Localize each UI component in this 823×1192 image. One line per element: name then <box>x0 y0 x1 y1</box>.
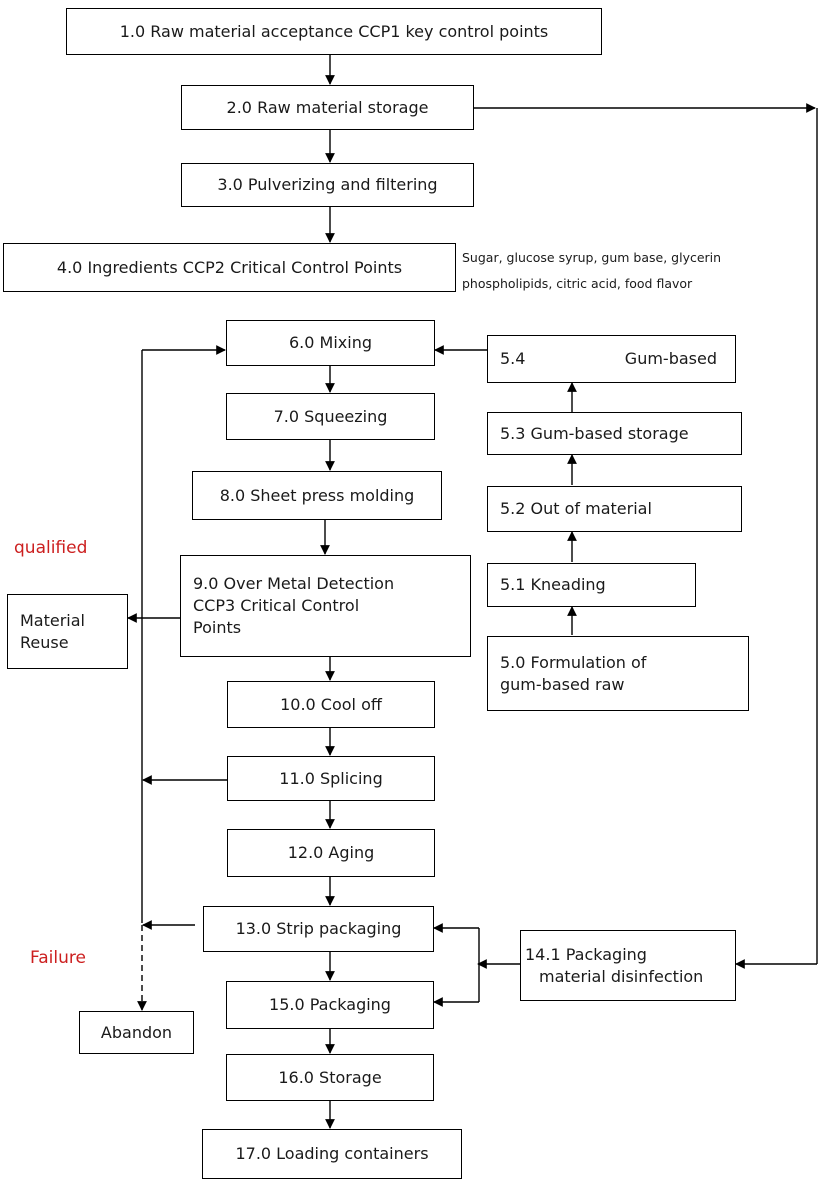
step-10-label: 10.0 Cool off <box>280 694 382 714</box>
step-14-1-line-1: 14.1 Packaging <box>525 944 647 964</box>
step-7-squeezing: 7.0 Squeezing <box>226 393 435 440</box>
step-5-4-label: Gum-based <box>624 349 717 368</box>
step-3-label: 3.0 Pulverizing and filtering <box>217 175 438 194</box>
step-13-strip-packaging: 13.0 Strip packaging <box>203 906 434 952</box>
step-16-label: 16.0 Storage <box>278 1067 382 1087</box>
step-1-raw-material-acceptance: 1.0 Raw material acceptance CCP1 key con… <box>66 8 602 55</box>
step-10-cool-off: 10.0 Cool off <box>227 681 435 728</box>
material-reuse-line-1: Material <box>20 610 85 630</box>
step-5-0-line-1: 5.0 Formulation of <box>500 652 647 672</box>
step-6-mixing: 6.0 Mixing <box>226 320 435 366</box>
step-17-loading-containers: 17.0 Loading containers <box>202 1129 462 1179</box>
step-9-line-2: CCP3 Critical Control <box>193 596 360 615</box>
step-9-line-3: Points <box>193 618 242 637</box>
ingredients-line-1: Sugar, glucose syrup, gum base, glycerin <box>462 250 722 265</box>
step-3-pulverizing: 3.0 Pulverizing and filtering <box>181 163 474 207</box>
step-14-1-line-2: material disinfection <box>539 966 704 986</box>
abandon-box: Abandon <box>79 1011 194 1054</box>
step-11-splicing: 11.0 Splicing <box>227 756 435 801</box>
step-8-sheet-press-molding: 8.0 Sheet press molding <box>192 471 442 520</box>
step-5-0-formulation: 5.0 Formulation of gum-based raw <box>487 636 749 711</box>
step-2-label: 2.0 Raw material storage <box>226 97 429 117</box>
step-14-1-packaging-material-disinfection: 14.1 Packaging material disinfection <box>520 930 736 1001</box>
step-5-4-gum-based: 5.4 Gum-based <box>487 335 736 383</box>
step-2-raw-material-storage: 2.0 Raw material storage <box>181 85 474 130</box>
material-reuse-box: Material Reuse <box>7 594 128 669</box>
step-12-aging: 12.0 Aging <box>227 829 435 877</box>
step-15-label: 15.0 Packaging <box>269 995 391 1014</box>
step-16-storage: 16.0 Storage <box>226 1054 434 1101</box>
step-5-4-number: 5.4 <box>500 349 526 368</box>
material-reuse-line-2: Reuse <box>20 632 69 652</box>
ingredients-note: Sugar, glucose syrup, gum base, glycerin… <box>462 245 802 297</box>
step-5-3-gum-based-storage: 5.3 Gum-based storage <box>487 412 742 455</box>
step-9-line-1: 9.0 Over Metal Detection <box>193 574 395 593</box>
step-4-ingredients: 4.0 Ingredients CCP2 Critical Control Po… <box>3 243 456 292</box>
step-5-3-label: 5.3 Gum-based storage <box>500 423 689 443</box>
step-17-label: 17.0 Loading containers <box>235 1144 429 1163</box>
step-5-1-kneading: 5.1 Kneading <box>487 563 696 607</box>
step-6-label: 6.0 Mixing <box>289 333 372 352</box>
ingredients-line-2: phospholipids, citric acid, food flavor <box>462 276 693 291</box>
qualified-label: qualified <box>14 538 88 558</box>
abandon-label: Abandon <box>100 1022 173 1042</box>
step-15-packaging: 15.0 Packaging <box>226 981 434 1029</box>
step-9-metal-detection: 9.0 Over Metal Detection CCP3 Critical C… <box>180 555 471 657</box>
step-13-label: 13.0 Strip packaging <box>235 919 402 938</box>
step-5-2-out-of-material: 5.2 Out of material <box>487 486 742 532</box>
step-8-label: 8.0 Sheet press molding <box>219 485 415 505</box>
step-5-0-line-2: gum-based raw <box>500 674 625 694</box>
step-7-label: 7.0 Squeezing <box>273 406 388 426</box>
failure-label: Failure <box>30 948 86 968</box>
step-4-label: 4.0 Ingredients CCP2 Critical Control Po… <box>56 257 403 277</box>
step-1-label: 1.0 Raw material acceptance CCP1 key con… <box>119 21 549 41</box>
step-12-label: 12.0 Aging <box>287 843 375 862</box>
step-11-label: 11.0 Splicing <box>279 768 383 788</box>
step-5-1-label: 5.1 Kneading <box>500 575 606 594</box>
step-5-2-label: 5.2 Out of material <box>500 499 652 518</box>
